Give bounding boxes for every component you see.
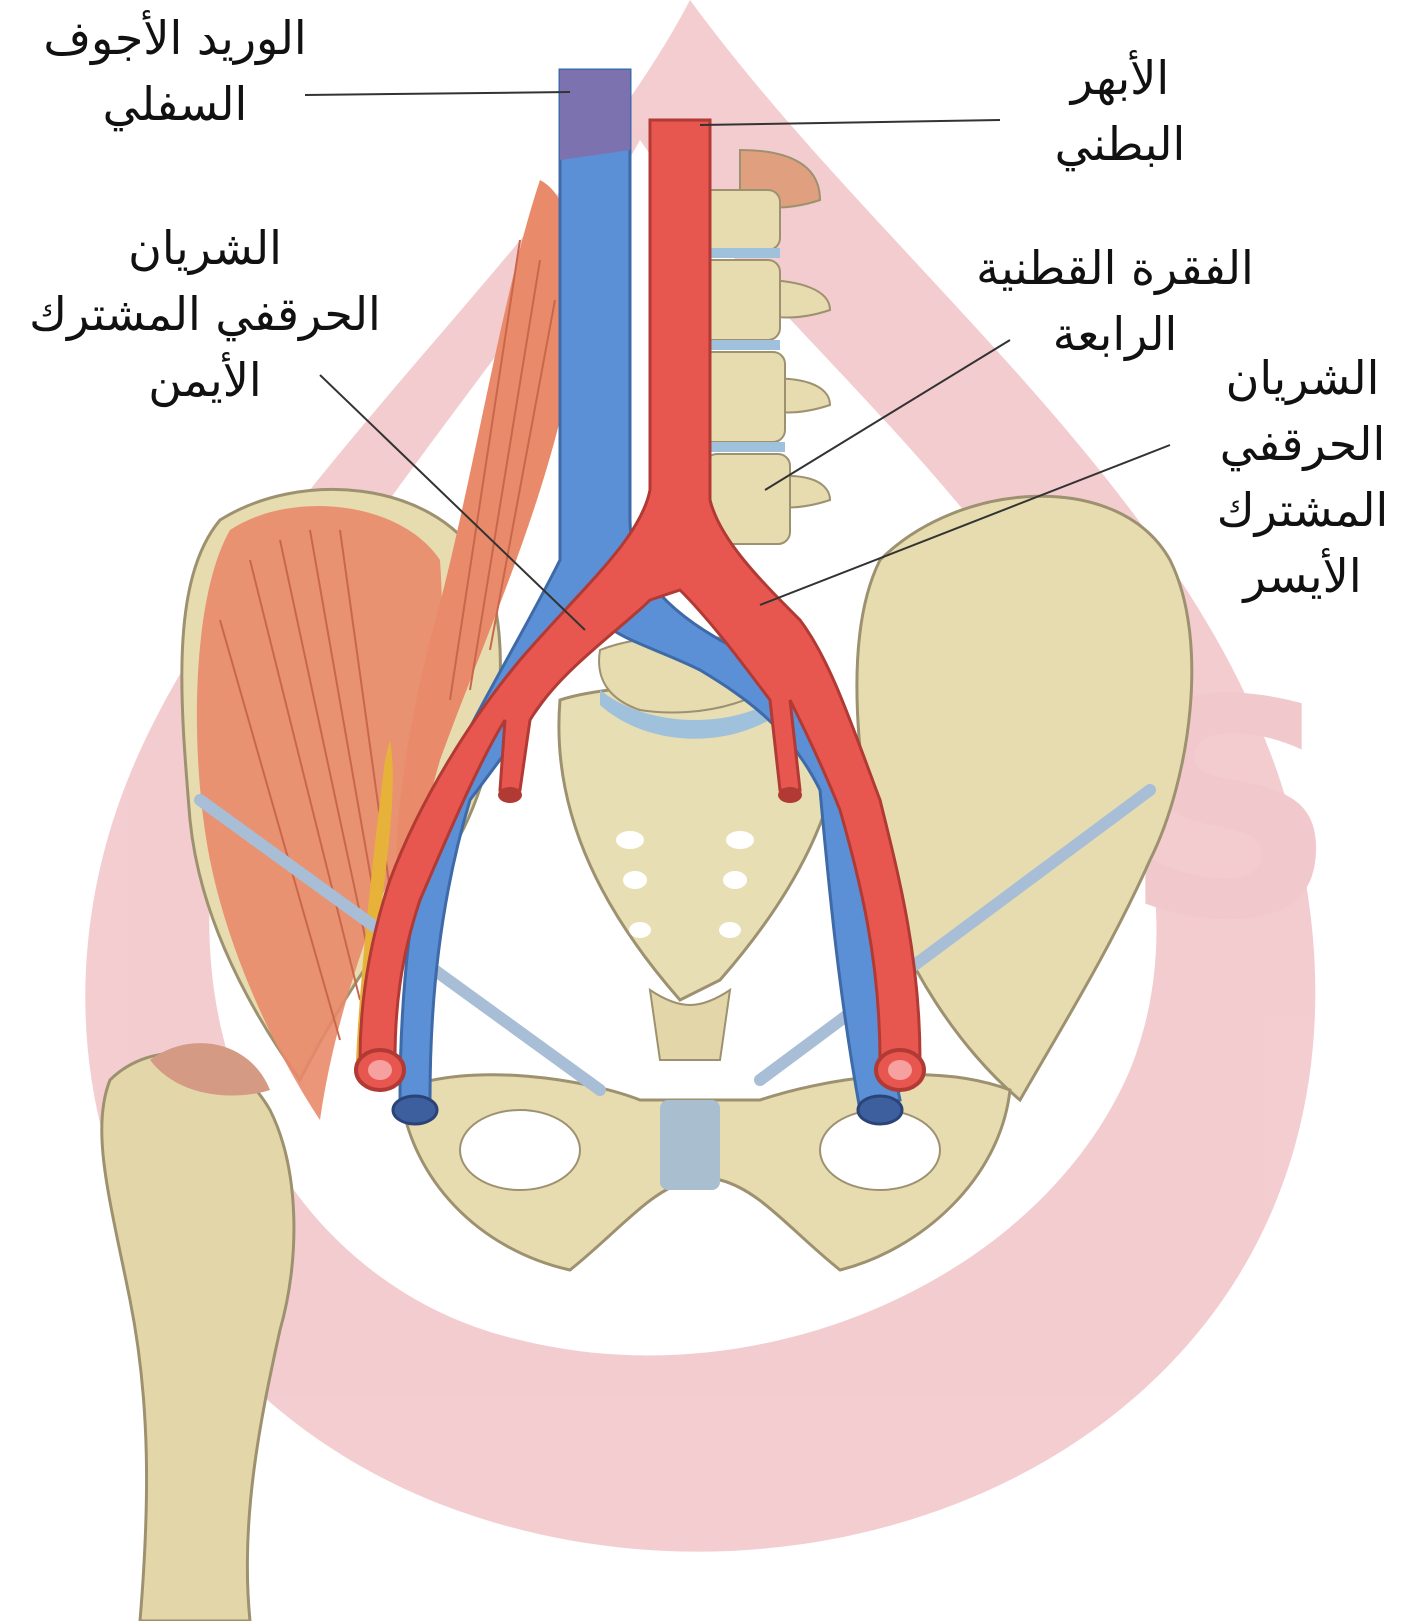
label-left-iliac-line4: الأيسر: [1195, 543, 1410, 609]
label-left-common-iliac: الشريان الحرقفي المشترك الأيسر: [1195, 345, 1410, 609]
label-left-iliac-line2: الحرقفي: [1195, 411, 1410, 477]
pubic-symphysis: [660, 1100, 720, 1190]
label-inferior-vena-cava: الوريد الأجوف السفلي: [20, 5, 330, 137]
label-right-iliac-line3: الأيمن: [5, 347, 405, 413]
label-right-common-iliac: الشريان الحرقفي المشترك الأيمن: [5, 215, 405, 413]
label-l4-line1: الفقرة القطنية: [950, 235, 1280, 301]
label-aorta-line1: الأبهر: [1020, 45, 1220, 111]
label-ivc-line2: السفلي: [20, 71, 330, 137]
ivc-leader-line: [305, 92, 570, 95]
label-abdominal-aorta: الأبهر البطني: [1020, 45, 1220, 177]
label-right-iliac-line2: الحرقفي المشترك: [5, 281, 405, 347]
label-left-iliac-line1: الشريان: [1195, 345, 1410, 411]
label-right-iliac-line1: الشريان: [5, 215, 405, 281]
label-ivc-line1: الوريد الأجوف: [20, 5, 330, 71]
right-obturator-foramen: [460, 1110, 580, 1190]
femur: [102, 1043, 294, 1621]
label-aorta-line2: البطني: [1020, 111, 1220, 177]
label-left-iliac-line3: المشترك: [1195, 477, 1410, 543]
